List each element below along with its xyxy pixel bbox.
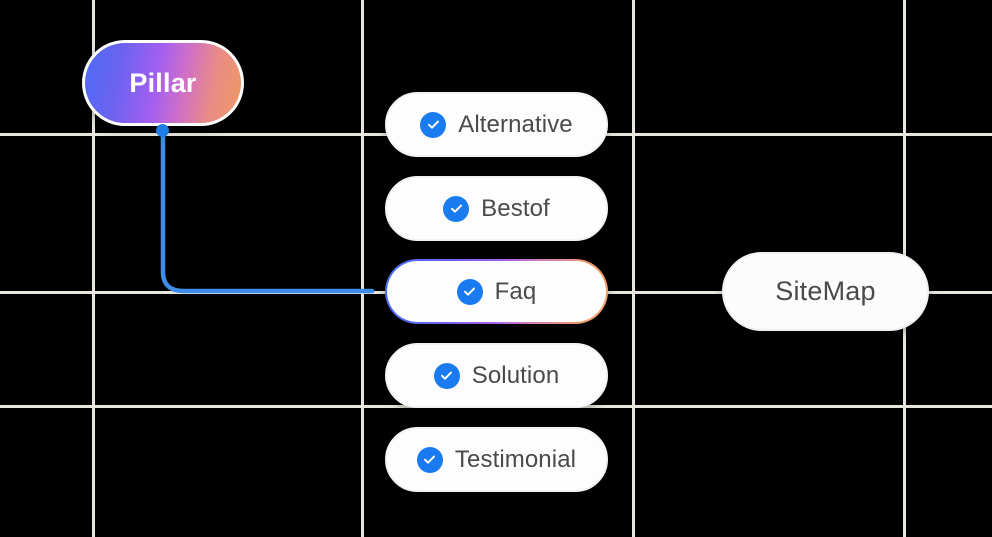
check-circle-icon <box>420 111 447 138</box>
node-alternative-label: Alternative <box>458 110 573 138</box>
node-solution-label: Solution <box>471 361 560 389</box>
node-faq[interactable]: Faq <box>374 248 619 335</box>
grid-line-vertical <box>361 0 364 537</box>
node-solution[interactable]: Solution <box>374 332 619 419</box>
node-testimonial[interactable]: Testimonial <box>374 416 619 503</box>
edge-source-handle[interactable] <box>156 124 169 137</box>
check-circle-icon <box>433 362 460 389</box>
node-alternative[interactable]: Alternative <box>374 81 619 168</box>
node-faq-label: Faq <box>494 277 537 305</box>
node-testimonial-label: Testimonial <box>454 445 577 473</box>
check-circle-icon <box>443 195 470 222</box>
node-faq-content: Faq <box>389 263 604 320</box>
node-bestof[interactable]: Bestof <box>374 165 619 252</box>
grid-line-vertical <box>632 0 635 537</box>
node-sitemap-label: SiteMap <box>775 276 876 306</box>
check-circle-icon <box>416 446 443 473</box>
node-pillar[interactable]: Pillar <box>72 30 254 136</box>
node-sitemap[interactable]: SiteMap <box>711 241 940 342</box>
node-pillar-label: Pillar <box>129 67 197 98</box>
check-circle-icon <box>456 278 483 305</box>
node-bestof-label: Bestof <box>481 194 550 222</box>
edge-pillar-to-faq[interactable] <box>160 127 375 294</box>
